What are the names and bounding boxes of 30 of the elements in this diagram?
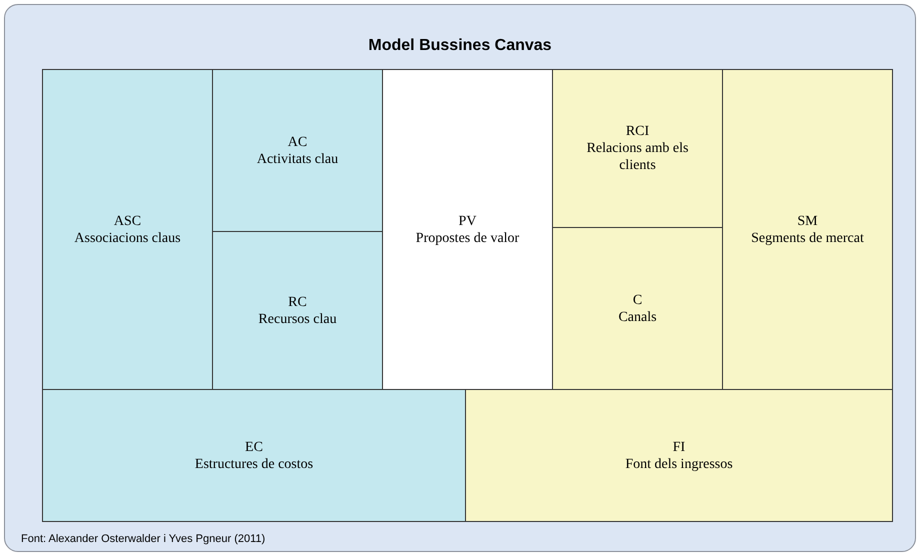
block-label: Recursos clau [258, 310, 337, 328]
block-code: RC [288, 294, 307, 310]
block-code: C [632, 292, 642, 308]
canvas-block [42, 389, 466, 522]
canvas-block [382, 69, 553, 390]
block-code: PV [458, 212, 476, 230]
block-code: FI [672, 438, 686, 456]
block-code: AC [288, 134, 308, 150]
canvas-block [212, 69, 383, 232]
block-label: Associacions claus [74, 230, 181, 246]
block-label: Segments de mercat [751, 230, 864, 246]
canvas-block [722, 69, 893, 390]
block-code: ASC [114, 212, 142, 230]
canvas-block [212, 231, 383, 390]
canvas-block [465, 389, 893, 522]
canvas-panel [4, 4, 916, 552]
block-label: Font dels ingressos [625, 456, 733, 472]
canvas-block [42, 69, 213, 390]
block-label: Relacions amb els clients [586, 140, 690, 174]
canvas-block [552, 227, 723, 390]
block-label: Propostes de valor [416, 230, 520, 246]
block-code: EC [245, 438, 263, 456]
source-note: Font: Alexander Osterwalder i Yves Pgneur (2011) [21, 533, 266, 545]
panel-heading: Model Bussines Canvas [367, 37, 553, 55]
canvas-block [552, 69, 723, 228]
block-label: Estructures de costos [194, 456, 314, 472]
block-label: Activitats clau [256, 150, 338, 168]
block-code: SM [797, 212, 818, 230]
block-code: RCI [626, 123, 650, 140]
block-label: Canals [618, 308, 657, 326]
